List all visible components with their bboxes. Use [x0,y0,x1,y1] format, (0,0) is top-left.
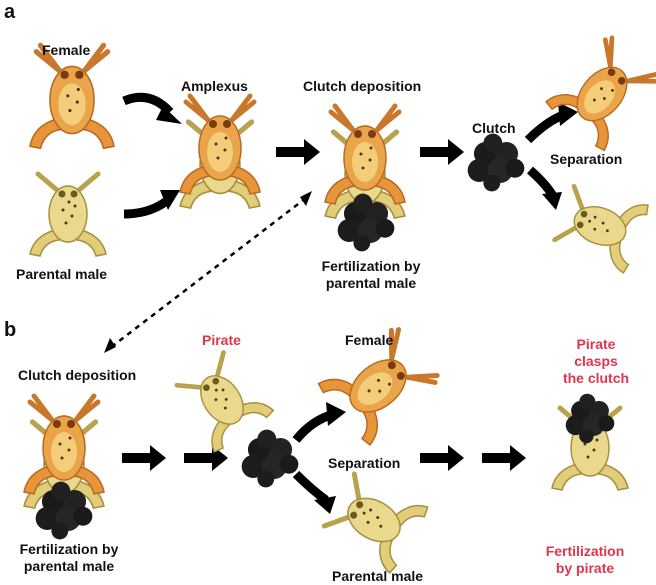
label-pirate-clasps-line1: Pirate [556,336,636,353]
clutch-a [468,134,525,192]
curved-arrow-male-to-amplexus [124,200,168,214]
label-fertilization-pirate: Fertilization by pirate [530,543,640,577]
panel-b-letter: b [4,322,16,339]
label-fertilization-parental-b-line2: parental male [4,558,134,575]
curved-arrow-to-male-b [296,474,326,500]
label-fertilization-pirate-line2: by pirate [530,560,640,577]
label-separation-b: Separation [328,455,400,472]
label-parental-male-b: Parental male [332,568,423,585]
label-fertilization-parental-a-line2: parental male [306,275,436,292]
separated-male-frog-b [320,467,429,574]
label-clutch-deposition-a: Clutch deposition [303,78,421,95]
label-separation-a: Separation [550,151,622,168]
label-pirate-clasps: Pirate clasps the clutch [556,336,636,387]
parental-male-frog-a [30,174,106,256]
clutch-b [242,430,299,488]
label-fertilization-parental-b: Fertilization by parental male [4,541,134,575]
female-frog-a [30,45,114,148]
label-fertilization-pirate-line1: Fertilization [530,543,640,560]
label-clutch: Clutch [472,120,516,137]
label-clutch-deposition-b: Clutch deposition [18,367,136,384]
amplexus-frogs [180,96,260,208]
label-fertilization-parental-b-line1: Fertilization by [4,541,134,558]
label-female-a: Female [42,42,90,59]
arrow-b-3 [420,445,464,471]
arrow-amplexus-to-deposition [276,139,320,165]
separated-male-frog-a [552,179,650,273]
arrow-deposition-to-clutch [420,139,464,165]
separated-female-frog-a [545,32,656,152]
dashed-connector [110,198,306,348]
label-amplexus: Amplexus [181,78,248,95]
label-pirate-clasps-line2: clasps [556,353,636,370]
arrow-b-1 [122,445,166,471]
label-fertilization-parental-a: Fertilization by parental male [306,258,436,292]
label-pirate: Pirate [202,332,241,349]
label-pirate-clasps-line3: the clutch [556,370,636,387]
panel-a-letter: a [4,4,15,21]
label-fertilization-parental-a-line1: Fertilization by [306,258,436,275]
label-parental-male-a: Parental male [16,266,107,283]
arrow-b-4 [482,445,526,471]
label-female-b: Female [345,332,393,349]
